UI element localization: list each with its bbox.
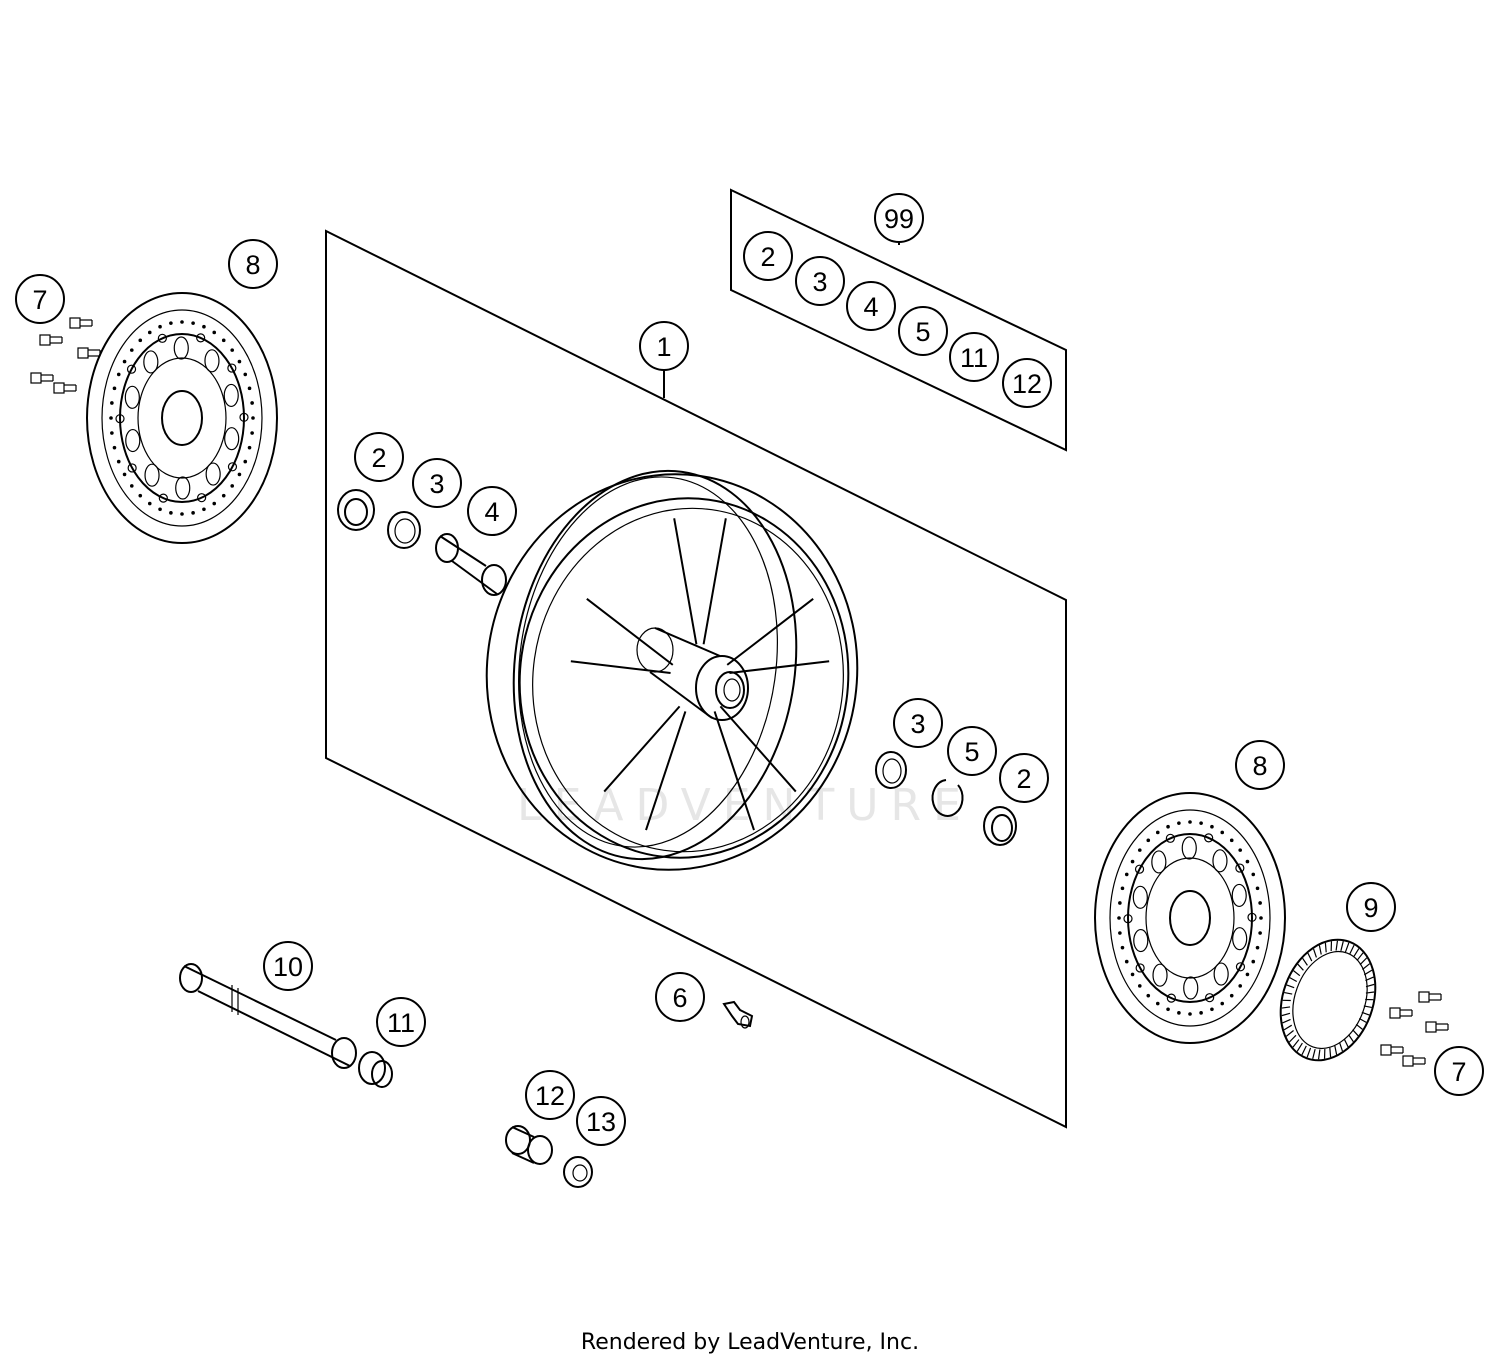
abs-sensor-ring xyxy=(1279,938,1377,1062)
callout-screws-left: 7 xyxy=(15,274,65,324)
callout-wheel: 1 xyxy=(639,321,689,371)
bushing xyxy=(358,1051,393,1088)
callout-label: 5 xyxy=(964,737,979,767)
screws-left xyxy=(30,317,101,394)
brake-disc-left xyxy=(86,292,278,544)
callout-bearing-right: 3 xyxy=(893,698,943,748)
kit-item-label: 5 xyxy=(915,317,930,347)
watermark: LEADVENTURE xyxy=(517,780,973,831)
kit-item: 12 xyxy=(1002,358,1052,408)
bearing-left xyxy=(387,511,421,549)
callout-label: 11 xyxy=(387,1008,415,1038)
callout-spacer-sleeve: 12 xyxy=(525,1070,575,1120)
callout-valve: 6 xyxy=(655,972,705,1022)
seal-right xyxy=(983,806,1017,846)
kit-item-label: 2 xyxy=(760,242,775,272)
kit-item: 4 xyxy=(846,281,896,331)
spacer-tube xyxy=(435,533,507,596)
wheel-assembly-panel xyxy=(325,229,1067,1129)
callout-disc-left: 8 xyxy=(228,239,278,289)
kit-item: 2 xyxy=(743,231,793,281)
screws-right xyxy=(1380,991,1449,1067)
brake-disc-right xyxy=(1094,792,1286,1044)
callout-label: 13 xyxy=(586,1107,616,1137)
front-wheel xyxy=(485,469,859,871)
callout-circlip: 5 xyxy=(947,726,997,776)
callout-label: 8 xyxy=(1252,751,1267,781)
callout-seal-right: 2 xyxy=(999,753,1049,803)
callout-label: 7 xyxy=(32,285,47,315)
callout-seal-left: 2 xyxy=(354,432,404,482)
valve xyxy=(722,1000,754,1029)
callout-label: 2 xyxy=(371,443,386,473)
callout-kit: 99 xyxy=(874,193,924,243)
callout-collar-nut: 13 xyxy=(576,1096,626,1146)
footer-credit: Rendered by LeadVenture, Inc. xyxy=(580,1330,920,1355)
callout-label: 99 xyxy=(884,204,914,234)
kit-item: 5 xyxy=(898,306,948,356)
bearing-right xyxy=(875,751,907,789)
callout-label: 1 xyxy=(656,332,671,362)
callout-label: 7 xyxy=(1451,1057,1466,1087)
kit-panel xyxy=(730,188,1067,452)
callout-bushing: 11 xyxy=(376,997,426,1047)
callout-label: 6 xyxy=(672,983,687,1013)
seal-left xyxy=(337,489,375,531)
callout-label: 9 xyxy=(1363,893,1378,923)
callout-label: 4 xyxy=(484,497,499,527)
kit-item-label: 3 xyxy=(812,267,827,297)
callout-spacer: 4 xyxy=(467,486,517,536)
kit-item: 11 xyxy=(949,332,999,382)
kit-item-label: 11 xyxy=(960,343,988,373)
callout-label: 12 xyxy=(535,1081,565,1111)
callout-label: 10 xyxy=(273,952,303,982)
callout-label: 2 xyxy=(1016,764,1031,794)
kit-item-label: 4 xyxy=(863,292,878,322)
kit-item: 3 xyxy=(795,256,845,306)
callout-sensor-ring: 9 xyxy=(1346,882,1396,932)
callout-label: 3 xyxy=(429,469,444,499)
callout-bearing-left: 3 xyxy=(412,458,462,508)
axle xyxy=(179,963,357,1069)
callout-label: 8 xyxy=(245,250,260,280)
circlip xyxy=(931,779,964,817)
callout-label: 3 xyxy=(910,709,925,739)
collar-nut xyxy=(563,1156,593,1188)
callout-screws-right: 7 xyxy=(1434,1046,1484,1096)
callout-disc-right: 8 xyxy=(1235,740,1285,790)
kit-item-label: 12 xyxy=(1012,369,1042,399)
callout-axle: 10 xyxy=(263,941,313,991)
spacer-sleeve xyxy=(505,1125,553,1165)
